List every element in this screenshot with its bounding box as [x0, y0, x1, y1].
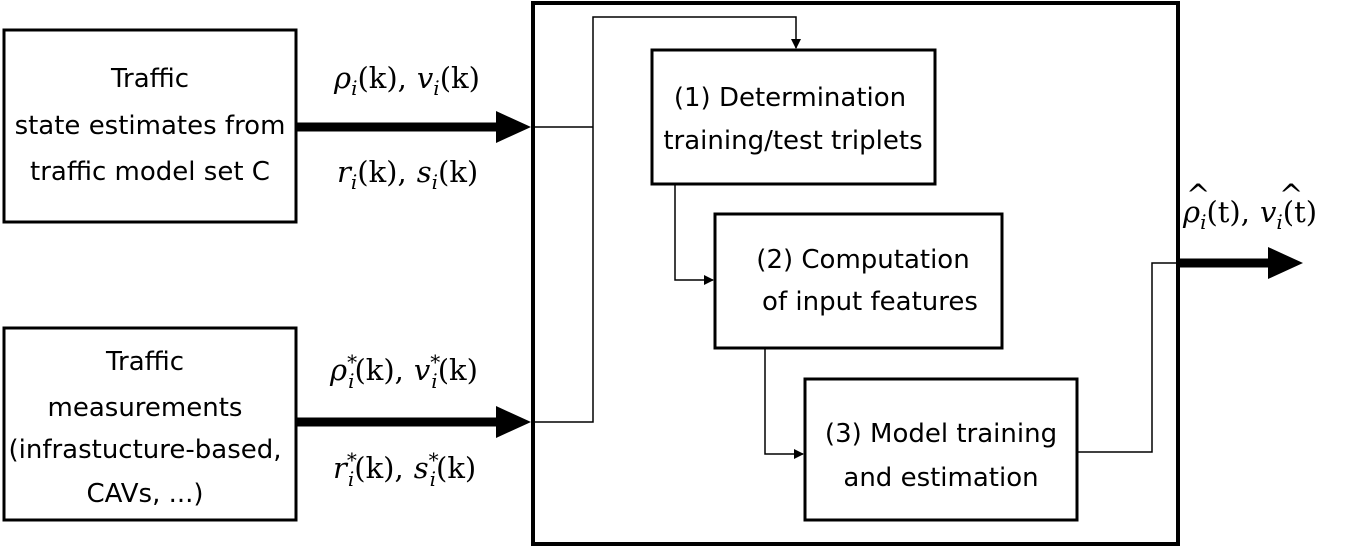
- meas-box-line-2: measurements: [48, 393, 243, 423]
- output-signal-label: ρi(t),vi(t): [1182, 195, 1317, 234]
- model-box-line-3: traffic model set C: [30, 157, 270, 187]
- step-2-line-1: (2) Computation: [756, 245, 969, 275]
- model-box-line-2: state estimates from: [15, 111, 286, 141]
- meas-feed-line: [533, 16, 801, 423]
- model-input-arrow-head: [496, 111, 531, 143]
- output-arrow-head: [1268, 247, 1303, 279]
- output-v-hat: ^: [1279, 178, 1303, 212]
- meas-box-line-1: Traffic: [105, 347, 184, 377]
- step-3-line-2: and estimation: [843, 463, 1038, 493]
- step-3-line-1: (3) Model training: [825, 419, 1057, 449]
- model-box-line-1: Traffic: [110, 64, 189, 94]
- output-rho-hat: ^: [1186, 178, 1210, 212]
- step-2-box: [713, 212, 1004, 350]
- step-1-box: [650, 48, 937, 186]
- step-3-box: [803, 377, 1079, 522]
- meas-input-arrow-head: [496, 406, 531, 438]
- meas-signal-rho-v: ρ*i(k),v*i(k): [329, 350, 478, 393]
- model-signal-rho-v: ρi(k),vi(k): [333, 61, 480, 100]
- step-1-to-2-connector: [674, 184, 714, 285]
- step-2-to-3-connector: [764, 348, 804, 459]
- meas-box-line-3: (infrastucture-based,: [8, 435, 281, 465]
- step-1-line-2: training/test triplets: [663, 126, 922, 156]
- meas-signal-r-s: r*i(k),s*i(k): [333, 448, 476, 491]
- meas-box-line-4: CAVs, ...): [86, 479, 203, 509]
- output-routing-line: [1077, 262, 1178, 453]
- model-signal-r-s: ri(k),si(k): [337, 155, 478, 194]
- step-1-line-1: (1) Determination: [674, 83, 906, 113]
- processing-frame: [531, 1, 1180, 546]
- step-2-line-2: of input features: [762, 287, 978, 317]
